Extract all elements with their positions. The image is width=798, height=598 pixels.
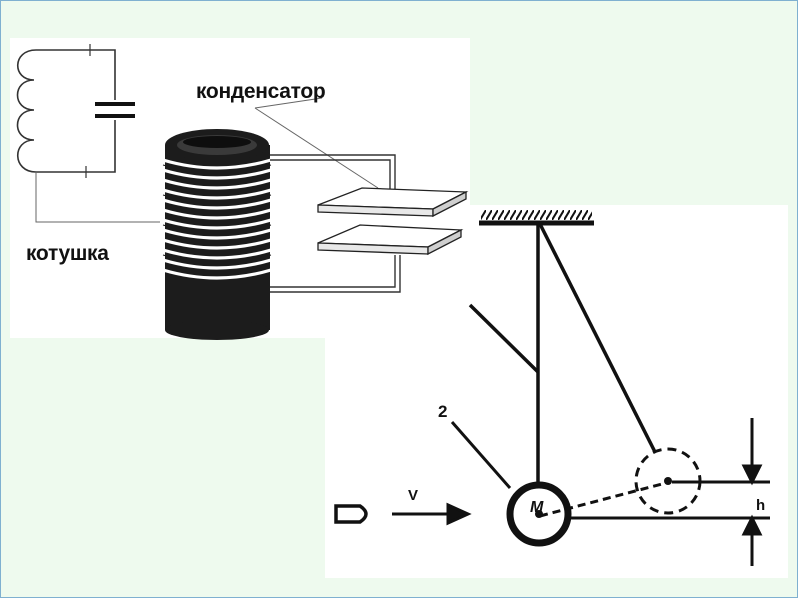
capacitor-label: конденсатор [196, 80, 326, 103]
height-label: h [756, 497, 766, 514]
schematic-inductor [16, 49, 37, 173]
marker-2-label: 2 [438, 402, 448, 421]
pendulum-inclined-line [468, 303, 540, 374]
mass-label: M [530, 499, 544, 516]
projectile [334, 504, 368, 524]
velocity-label: V [408, 487, 419, 504]
pendulum-mass [506, 481, 572, 547]
trajectory-dashed [539, 482, 663, 518]
pendulum-strings [468, 223, 657, 488]
coil-label: котушка [26, 242, 109, 265]
schematic-wire-top [36, 49, 116, 100]
pendulum-string-deflected [538, 223, 657, 453]
marker-2-leader [450, 421, 512, 489]
capacitor-plates [317, 187, 469, 256]
pendulum-support [479, 210, 594, 226]
height-lines [568, 418, 770, 566]
schematic-wire-bottom [36, 120, 116, 173]
velocity-arrow [392, 502, 472, 526]
lc-circuit-schematic [16, 44, 135, 178]
coil-to-capacitor-wires [270, 154, 401, 293]
coil-windings [162, 158, 272, 280]
label-leader-lines [35, 97, 379, 223]
